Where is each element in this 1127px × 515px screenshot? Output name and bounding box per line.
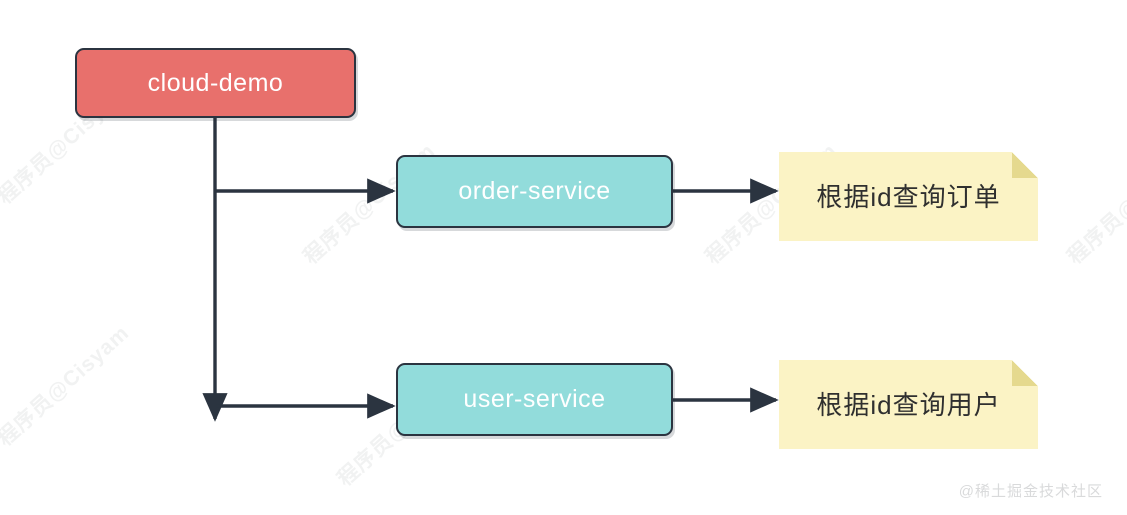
node-order-service[interactable]: order-service <box>396 155 673 228</box>
node-order-service-label: order-service <box>458 177 611 205</box>
note-query-user-by-id-label: 根据id查询用户 <box>816 389 1001 420</box>
node-cloud-demo[interactable]: cloud-demo <box>75 48 356 118</box>
node-cloud-demo-label: cloud-demo <box>147 68 284 97</box>
note-fold-corner-icon <box>1012 360 1038 386</box>
node-user-service[interactable]: user-service <box>396 363 673 436</box>
note-query-order-by-id-label: 根据id查询订单 <box>816 181 1001 212</box>
node-user-service-label: user-service <box>463 385 606 413</box>
note-fold-corner-icon <box>1012 152 1038 178</box>
note-query-user-by-id[interactable]: 根据id查询用户 <box>779 360 1038 449</box>
note-query-order-by-id[interactable]: 根据id查询订单 <box>779 152 1038 241</box>
